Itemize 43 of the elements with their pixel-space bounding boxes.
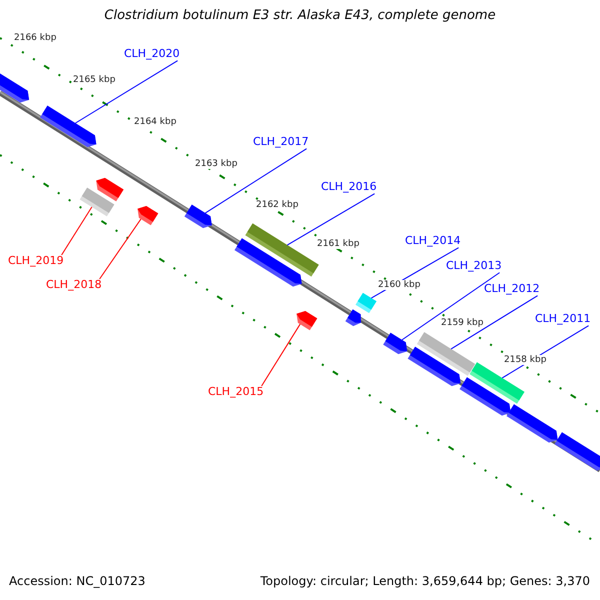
scale-tick-label: 2164 kbp	[134, 117, 176, 128]
scale-tick-label: 2158 kbp	[504, 355, 546, 366]
genome-summary-text: Topology: circular; Length: 3,659,644 bp; Genes: 3,370	[260, 575, 590, 589]
gene-feature	[138, 206, 158, 226]
gene-feature	[383, 332, 408, 354]
gene-bar	[80, 188, 114, 216]
leader-line	[99, 218, 142, 280]
gene-feature	[345, 309, 361, 326]
gene-feature	[184, 204, 212, 228]
gene-label: CLH_2014	[405, 235, 461, 248]
gene-label: CLH_2018	[46, 279, 102, 292]
gene-label: CLH_2020	[124, 48, 180, 61]
accession-text: Accession: NC_010723	[9, 575, 146, 589]
scale-tick-label: 2160 kbp	[378, 280, 420, 290]
scale-tick-label: 2163 kbp	[195, 159, 238, 170]
gene-label: CLH_2015	[208, 386, 264, 399]
gene-feature	[234, 238, 302, 287]
leader-line	[204, 148, 308, 214]
leader-line	[261, 324, 301, 386]
leader-line	[286, 193, 376, 246]
gene-label: CLH_2019	[8, 255, 64, 268]
gene-bar	[356, 292, 376, 314]
diagram-title: Clostridium botulinum E3 str. Alaska E43, complete genome	[103, 9, 497, 24]
scale-tick-label: 2159 kbp	[441, 318, 484, 328]
gene-feature	[554, 432, 600, 471]
gene-label: CLH_2017	[253, 136, 309, 149]
gene-feature	[40, 106, 96, 148]
scale-tick-label: 2162 kbp	[256, 200, 298, 210]
leader-line	[61, 206, 92, 256]
leader-line	[402, 272, 500, 340]
gene-feature	[408, 346, 461, 386]
scale-tick-label: 2166 kbp	[14, 33, 56, 44]
gene-label: CLH_2016	[321, 181, 377, 194]
scale-tick-label: 2165 kbp	[73, 75, 116, 86]
leader-line	[450, 295, 538, 350]
gene-feature	[506, 404, 558, 443]
gene-label: CLH_2012	[484, 283, 540, 296]
leader-line	[74, 60, 178, 124]
gene-label: CLH_2011	[535, 313, 591, 326]
gene-feature	[296, 310, 318, 330]
gene-feature	[460, 377, 511, 416]
scale-tick-label: 2161 kbp	[317, 239, 360, 250]
gene-label: CLH_2013	[446, 260, 502, 273]
